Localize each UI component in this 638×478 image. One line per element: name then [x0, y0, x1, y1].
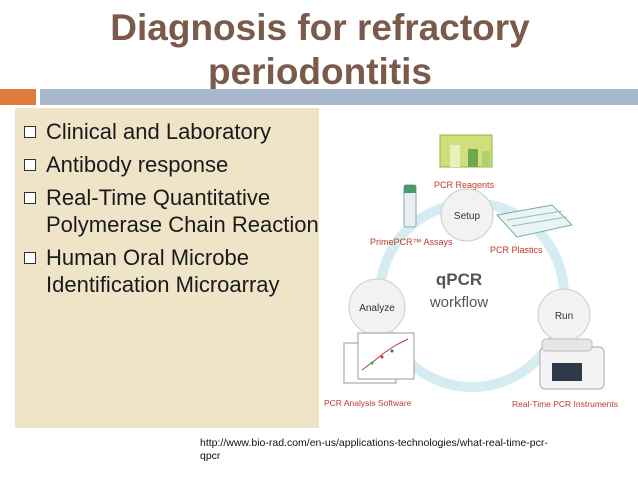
step-analyze-label: Analyze	[359, 303, 395, 314]
source-url: http://www.bio-rad.com/en-us/application…	[200, 437, 630, 463]
accent-bar-blue	[40, 89, 638, 105]
label-pcr-reagents: PCR Reagents	[434, 180, 495, 190]
qpcr-workflow-diagram: PCR Reagents PrimePCR™ Assays Setup PCR …	[324, 134, 618, 409]
label-pcr-plastics: PCR Plastics	[490, 245, 543, 255]
bullet-item: Antibody response	[22, 151, 322, 178]
checkbox-icon	[24, 252, 36, 264]
checkbox-icon	[24, 192, 36, 204]
bullet-panel	[15, 108, 319, 428]
workflow-center-subtitle: workflow	[429, 294, 489, 311]
bullet-item: Human Oral Microbe Identification Microa…	[22, 244, 322, 298]
label-pcr-analysis-software: PCR Analysis Software	[324, 398, 412, 408]
primepcr-assay-icon	[403, 184, 417, 228]
label-primepcr-assays: PrimePCR™ Assays	[370, 237, 453, 247]
workflow-center-title: qPCR	[436, 270, 482, 289]
pcr-instrument-icon	[539, 338, 605, 390]
pcr-plastics-icon	[496, 204, 574, 238]
label-real-time-pcr-instruments: Real-Time PCR Instruments	[512, 399, 618, 409]
source-url-line-1: http://www.bio-rad.com/en-us/application…	[200, 437, 548, 449]
step-setup-bubble	[440, 188, 494, 242]
checkbox-icon	[24, 159, 36, 171]
slide-title: Diagnosis for refractory periodontitis	[60, 6, 580, 94]
accent-bar-orange	[0, 89, 36, 105]
step-run-label: Run	[555, 311, 573, 322]
bullet-item: Clinical and Laboratory	[22, 118, 322, 145]
bullet-item: Real-Time Quantitative Polymerase Chain …	[22, 184, 322, 238]
analysis-software-icon	[343, 332, 415, 384]
title-line-2: periodontitis	[207, 51, 433, 92]
checkbox-icon	[24, 126, 36, 138]
source-url-line-2: qpcr	[200, 450, 221, 462]
title-line-1: Diagnosis for refractory	[110, 7, 530, 48]
step-setup-label: Setup	[454, 211, 481, 222]
bullet-list: Clinical and Laboratory Antibody respons…	[22, 118, 322, 304]
pcr-reagents-icon	[439, 134, 493, 168]
